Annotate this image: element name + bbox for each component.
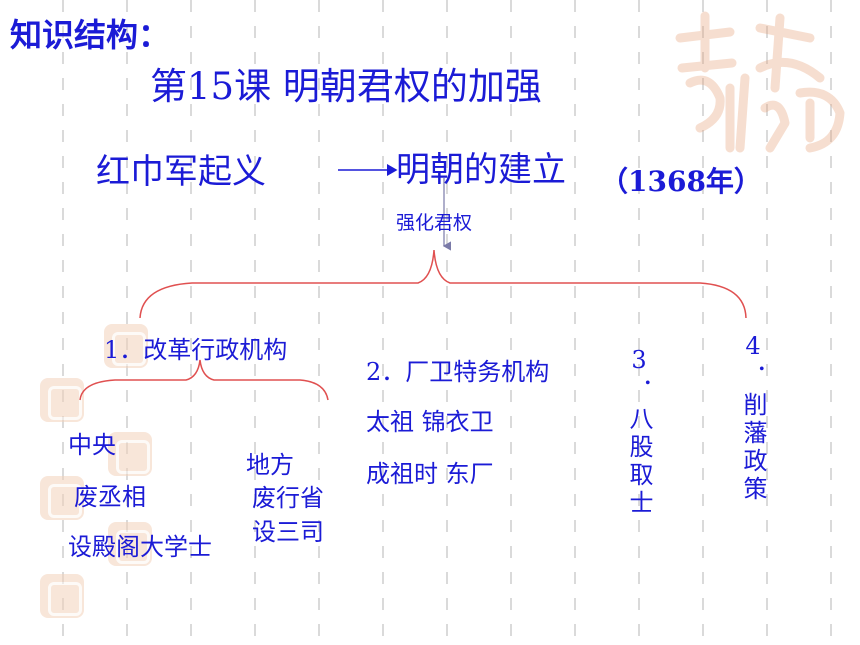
item2-line-1: 太祖 锦衣卫 <box>366 408 494 436</box>
item2-line-2: 成祖时 东厂 <box>366 460 494 488</box>
item4-vertical-text: 4．削藩政策 <box>739 332 767 504</box>
year-label: （1368年） <box>600 165 762 198</box>
calligraphy-watermark-icon <box>675 11 845 153</box>
central-item-1: 废丞相 <box>74 483 146 511</box>
knowledge-structure-header: 知识结构： <box>10 16 171 54</box>
item1-title: 1．改革行政机构 <box>104 336 288 364</box>
decor-stamp-6 <box>40 574 84 618</box>
calligraphy-watermark <box>660 8 855 163</box>
lesson-title: 第15课 明朝君权的加强 <box>150 65 542 108</box>
sub-brace <box>79 359 329 401</box>
decor-stamp-3 <box>108 432 152 476</box>
local-item-2: 设三司 <box>252 518 324 546</box>
flow-start-node: 红巾军起义 <box>96 152 266 192</box>
branch-label: 强化君权 <box>396 212 473 234</box>
local-item-1: 废行省 <box>252 484 324 512</box>
central-item-2: 设殿阁大学士 <box>68 533 212 561</box>
local-label: 地方 <box>246 451 294 479</box>
item3-vertical-text: 3．八股取士 <box>625 346 653 518</box>
decor-stamp-5 <box>108 522 152 566</box>
item2-title: 2．厂卫特务机构 <box>366 358 550 386</box>
main-brace <box>139 249 747 319</box>
flow-end-node: 明朝的建立 <box>396 150 566 190</box>
decor-stamp-1 <box>104 324 148 368</box>
decor-stamp-4 <box>40 476 84 520</box>
decor-stamp-2 <box>40 378 84 422</box>
central-label: 中央 <box>68 431 116 459</box>
